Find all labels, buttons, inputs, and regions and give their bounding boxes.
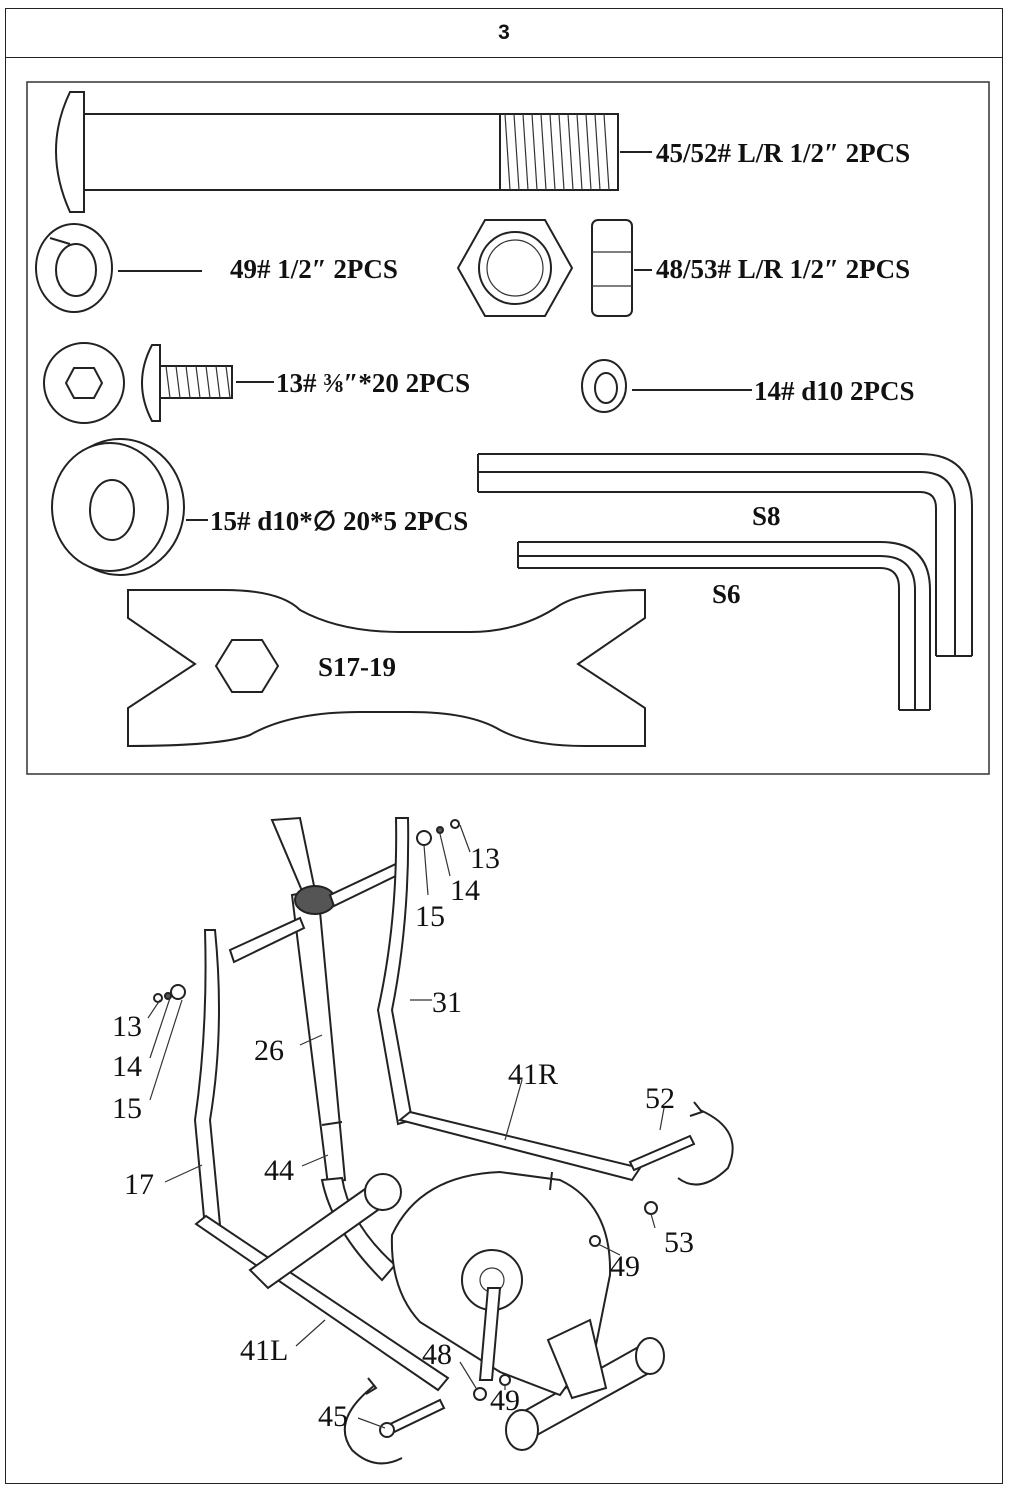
- callout-49-left: 49: [490, 1384, 520, 1417]
- flat-washer-label: 15# d10*∅ 20*5 2PCS: [210, 506, 468, 536]
- screw-label: 13# ⅜″*20 2PCS: [276, 368, 470, 398]
- callout-13-right: 13: [470, 842, 500, 875]
- washer-small-label: 14# d10 2PCS: [754, 376, 915, 406]
- callout-26: 26: [254, 1034, 284, 1067]
- elliptical-frame-diagram: [147, 816, 734, 1465]
- allen-key-s8-label: S8: [752, 501, 781, 531]
- callout-48: 48: [422, 1338, 452, 1371]
- allen-key-s6-label: S6: [712, 579, 741, 609]
- callout-45: 45: [318, 1400, 348, 1433]
- callout-15-left: 15: [112, 1092, 142, 1125]
- callout-17: 17: [124, 1168, 154, 1201]
- callout-41l: 41L: [240, 1334, 288, 1367]
- callout-41r: 41R: [508, 1058, 558, 1091]
- allen-key-s8-icon: [477, 453, 973, 657]
- callout-13-left: 13: [112, 1010, 142, 1043]
- callout-15-right: 15: [415, 900, 445, 933]
- bolt-label: 45/52# L/R 1/2″ 2PCS: [656, 138, 910, 168]
- lock-washer-icon: [581, 359, 752, 413]
- spring-washer-label: 49# 1/2″ 2PCS: [230, 254, 398, 284]
- spring-washer-icon: [35, 223, 202, 313]
- callout-14-left: 14: [112, 1050, 142, 1083]
- bolt-icon: [55, 91, 652, 213]
- nut-label: 48/53# L/R 1/2″ 2PCS: [656, 254, 910, 284]
- page-frame: [5, 8, 1003, 1484]
- allen-key-s6-icon: [517, 541, 931, 711]
- callout-31: 31: [432, 986, 462, 1019]
- callout-44: 44: [264, 1154, 294, 1187]
- callout-14-right: 14: [450, 874, 480, 907]
- callout-53: 53: [664, 1226, 694, 1259]
- screw-icon: [43, 342, 274, 424]
- callout-52: 52: [645, 1082, 675, 1115]
- hex-nut-icon: [456, 219, 652, 317]
- wrench-label: S17-19: [318, 652, 396, 682]
- step-number: 3: [5, 8, 1003, 58]
- flat-washer-icon: [51, 438, 208, 576]
- hardware-box: [26, 81, 990, 775]
- wrench-icon: [127, 588, 646, 748]
- callout-49-right: 49: [610, 1250, 640, 1283]
